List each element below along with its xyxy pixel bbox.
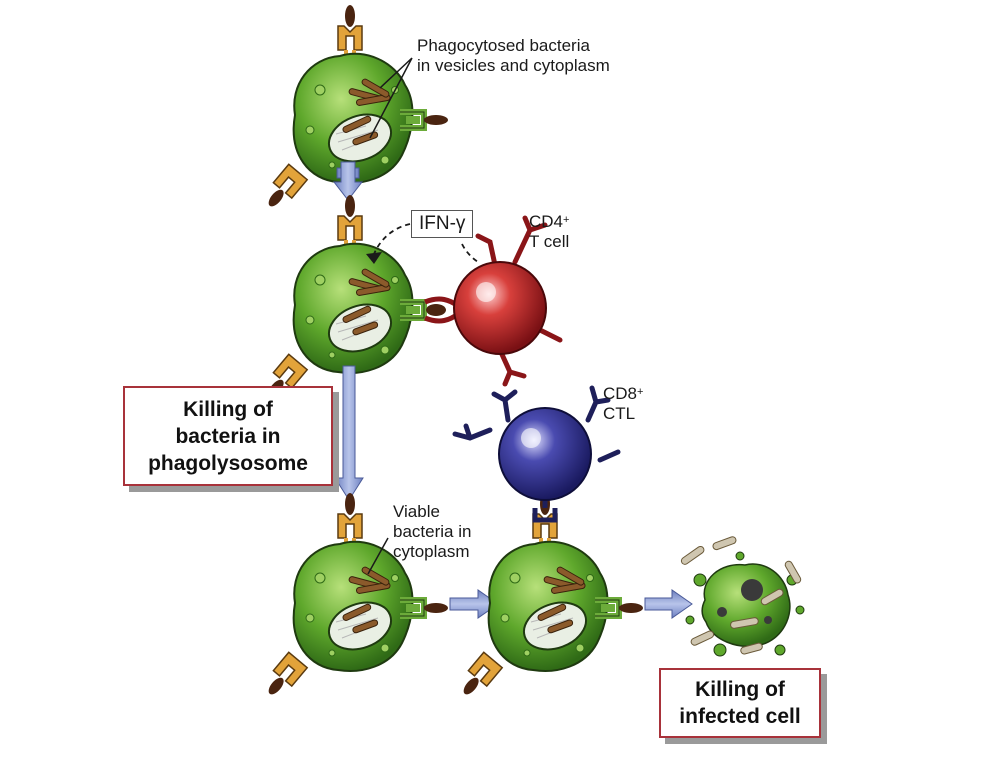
arrow-down-2 <box>334 365 364 501</box>
label-cd8-ctl: CD8+ CTL <box>603 384 644 423</box>
cd8-text: CD8 <box>603 384 638 403</box>
label-viable-bacteria: Viable bacteria in cytoplasm <box>393 502 472 561</box>
ifn-dashed-arrow <box>373 223 411 255</box>
box-killing-of-bacteria: Killing of bacteria in phagolysosome <box>123 386 333 486</box>
label-ifn-gamma: IFN-γ <box>411 210 474 238</box>
label-cd4-t-cell: CD4+ T cell <box>529 212 570 251</box>
pointer-line-viable <box>367 537 389 575</box>
arrow-right-2 <box>644 589 693 619</box>
macrophage-2 <box>259 193 424 405</box>
arrow-down-1 <box>332 161 364 201</box>
box-killing-of-infected-cell: Killing of infected cell <box>659 668 821 738</box>
pointer-line <box>369 57 413 139</box>
cd4-text: CD4 <box>529 212 564 231</box>
dying-infected-cell <box>680 536 805 657</box>
ifn-dashed-line <box>461 243 479 263</box>
label-phagocytosed-bacteria: Phagocytosed bacteria in vesicles and cy… <box>417 36 610 75</box>
cd8-ctl-cell <box>452 385 621 523</box>
ifn-arrowhead <box>366 252 382 264</box>
cd4-t-cell <box>424 215 563 387</box>
